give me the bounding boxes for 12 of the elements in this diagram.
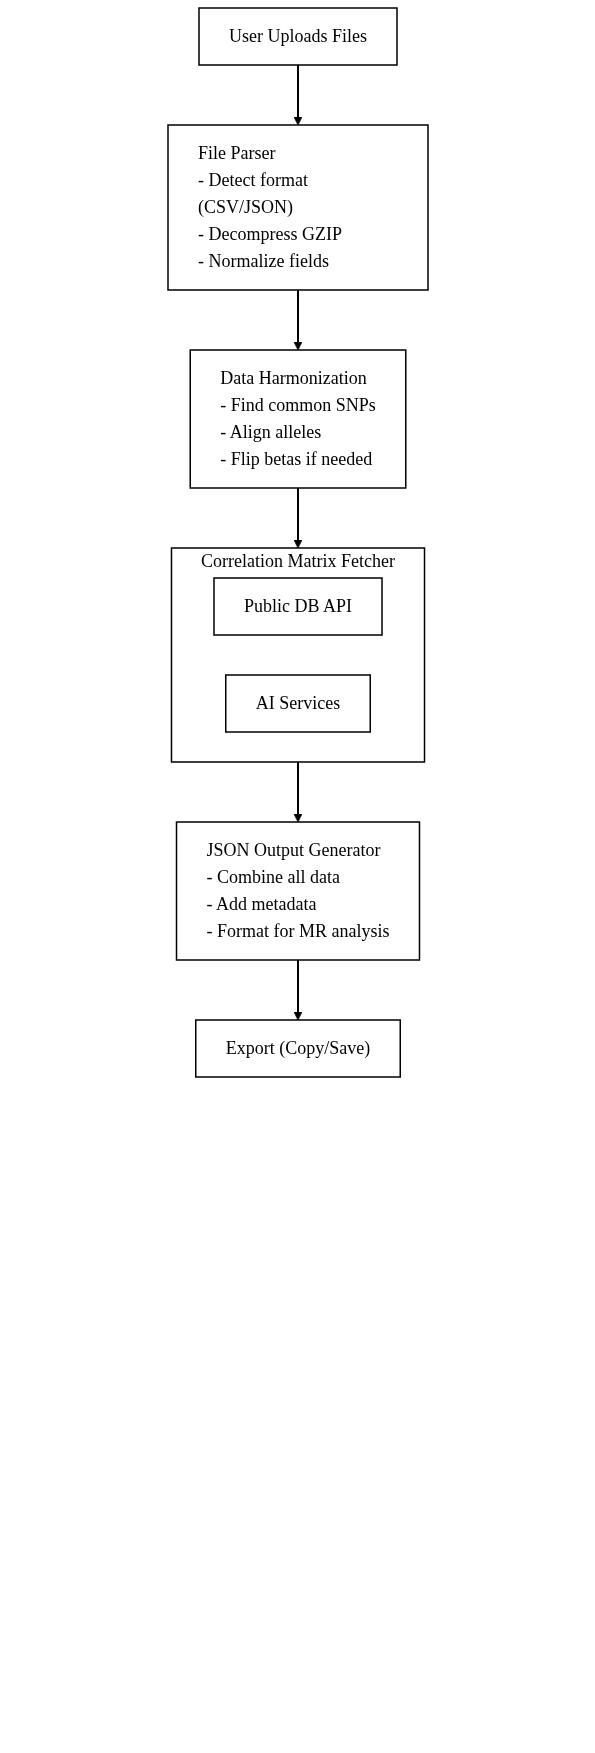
arrow	[293, 959, 302, 1021]
node-box: Data Harmonization - Find common SNPs - Align alleles - Flip betas if needed	[189, 349, 406, 489]
node-box: Export (Copy/Save)	[194, 1019, 401, 1078]
node-box: JSON Output Generator - Combine all data - Add metadata - Format for MR analysis	[175, 821, 420, 961]
node-box: User Uploads Files	[197, 7, 398, 66]
arrow	[293, 487, 302, 549]
node-box: File Parser - Detect format (CSV/JSON) - Decompress GZIP - Normalize fields	[166, 124, 429, 291]
arrow	[293, 289, 302, 351]
arrow	[293, 64, 302, 126]
node-box: AI Services	[224, 674, 371, 733]
arrow	[293, 761, 302, 823]
node-box: Public DB API	[212, 577, 383, 636]
